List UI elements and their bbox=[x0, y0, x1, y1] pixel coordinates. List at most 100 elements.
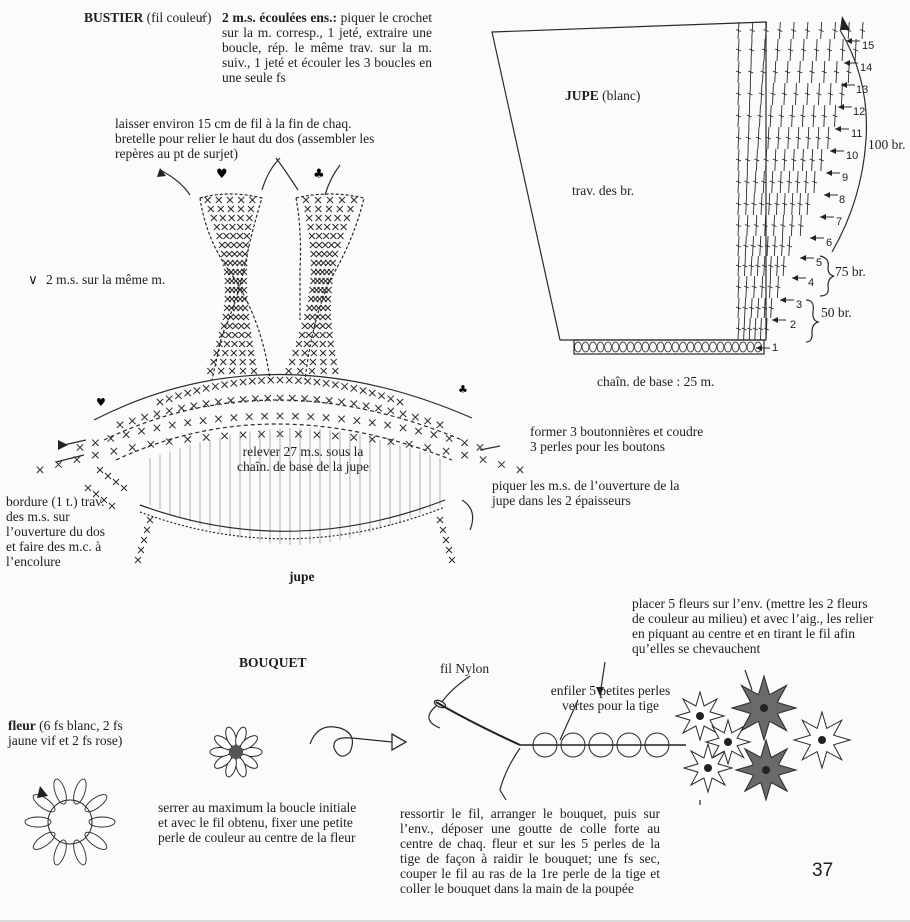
sc-stitch-mark bbox=[202, 384, 210, 392]
sc-stitch-mark bbox=[337, 398, 346, 406]
sc-stitch-mark bbox=[249, 196, 256, 204]
treble-bar bbox=[757, 244, 763, 248]
treble-bar bbox=[804, 29, 811, 32]
row-arrow-head bbox=[792, 275, 798, 281]
sc-stitch-mark bbox=[303, 340, 311, 348]
sc-stitch-mark bbox=[350, 400, 358, 408]
treble-bar bbox=[751, 285, 757, 289]
sc-stitch-mark bbox=[325, 286, 332, 294]
treble-bar bbox=[784, 70, 791, 74]
sc-stitch-mark bbox=[228, 214, 236, 222]
bouquet-flower-icon bbox=[792, 710, 852, 770]
strap-stitches bbox=[204, 196, 258, 375]
jupe-trav-label: trav. des br. bbox=[572, 183, 635, 198]
sc-stitch-mark bbox=[322, 414, 330, 422]
sc-stitch-mark bbox=[436, 516, 444, 524]
row-number: 4 bbox=[808, 277, 815, 289]
sc-stitch-mark bbox=[359, 387, 367, 395]
sc-stitch-mark bbox=[479, 456, 487, 464]
row-arrows bbox=[756, 38, 860, 351]
sc-stitch-mark bbox=[295, 340, 303, 348]
chain-stitch bbox=[686, 341, 695, 353]
sc-stitch-mark bbox=[304, 205, 312, 213]
bustier-title: BUSTIER bbox=[84, 10, 144, 25]
treble-bar bbox=[781, 92, 788, 96]
treble-bar bbox=[811, 180, 818, 184]
sc-stitch-mark bbox=[305, 331, 313, 339]
bouquet-flower-icon bbox=[682, 742, 734, 794]
sc-stitch-mark bbox=[307, 223, 315, 231]
treble-bar bbox=[735, 114, 742, 118]
sc-stitch-mark bbox=[326, 331, 333, 339]
treble-bar bbox=[780, 224, 786, 227]
sc-stitch-mark bbox=[448, 556, 456, 564]
decrease-description: piquer le crochet sur la m. corresp., 1 … bbox=[222, 10, 433, 85]
treble-bar bbox=[791, 158, 797, 162]
page-number: 37 bbox=[812, 860, 834, 881]
treble-bar bbox=[777, 29, 783, 32]
sc-stitch-mark bbox=[324, 214, 332, 222]
sc-stitch-mark bbox=[236, 250, 244, 258]
sc-stitch-mark bbox=[213, 349, 220, 357]
treble-bar bbox=[789, 224, 795, 227]
treble-bar bbox=[746, 114, 752, 118]
sc-stitch-mark bbox=[230, 241, 238, 249]
sc-stitch-mark bbox=[216, 232, 223, 240]
sc-stitch-mark bbox=[314, 313, 322, 321]
sc-stitch-mark bbox=[239, 395, 247, 403]
chain-stitch bbox=[679, 341, 687, 353]
sc-stitch-mark bbox=[310, 250, 317, 258]
sc-stitch-mark bbox=[168, 421, 176, 429]
sc-stitch-mark bbox=[122, 431, 130, 439]
enfiler-note: enfiler 5 petites perles vertes pour la … bbox=[550, 683, 671, 713]
sc-stitch-mark bbox=[248, 377, 256, 385]
sc-stitch-mark bbox=[213, 223, 221, 231]
row-arrow-head bbox=[810, 235, 816, 241]
bead bbox=[588, 732, 614, 758]
sc-stitch-mark bbox=[323, 223, 331, 231]
sc-stitch-mark bbox=[331, 432, 339, 440]
stem-beads bbox=[532, 732, 670, 758]
sc-stitch-mark bbox=[242, 241, 250, 249]
sc-stitch-mark bbox=[309, 241, 317, 249]
sc-stitch-mark bbox=[241, 295, 248, 303]
sc-stitch-mark bbox=[368, 419, 376, 427]
sc-stitch-mark bbox=[424, 443, 432, 452]
daisy-center bbox=[229, 745, 243, 759]
sc-stitch-mark bbox=[216, 340, 223, 348]
row-number: 1 bbox=[772, 342, 779, 354]
sc-stitch-mark bbox=[291, 412, 299, 420]
treble-bar bbox=[769, 180, 775, 184]
treble-bar bbox=[753, 224, 759, 227]
sc-stitch-mark bbox=[307, 322, 315, 330]
club-icon: ♣ bbox=[313, 167, 325, 182]
right-strap bbox=[285, 193, 365, 381]
sc-stitch-mark bbox=[229, 223, 236, 231]
sc-stitch-mark bbox=[231, 250, 238, 258]
treble-bar bbox=[780, 264, 787, 268]
treble-bar bbox=[859, 29, 866, 32]
sc-stitch-mark bbox=[241, 304, 249, 312]
sc-stitch-mark bbox=[350, 433, 358, 441]
placer-note: placer 5 fleurs sur l’env. (mettre les 2… bbox=[632, 596, 874, 656]
base-chain bbox=[574, 341, 762, 353]
treble-bar bbox=[765, 136, 772, 140]
sc-stitch-mark bbox=[174, 392, 183, 400]
sc-stitch-mark bbox=[264, 394, 272, 402]
sc-stitch-mark bbox=[236, 223, 244, 231]
row-arrow-head bbox=[844, 60, 850, 66]
treble-bar bbox=[751, 202, 757, 206]
sc-stitch-mark bbox=[211, 382, 219, 390]
flower-loop bbox=[84, 794, 108, 813]
treble-bar bbox=[832, 114, 838, 118]
flower-chart-icon bbox=[24, 778, 116, 866]
flower-loop bbox=[73, 778, 87, 805]
sc-stitch-mark bbox=[239, 367, 247, 375]
sc-stitch-mark bbox=[141, 413, 149, 421]
sc-stitch-mark bbox=[239, 378, 247, 386]
fleur-description: (6 fs blanc, 2 fs jaune vif et 2 fs rose… bbox=[8, 718, 123, 748]
sc-stitch-mark bbox=[327, 268, 335, 276]
sc-stitch-mark bbox=[257, 376, 266, 385]
sc-stitch-mark bbox=[311, 340, 319, 348]
ressortir-note: ressortir le fil, arranger le bouquet, p… bbox=[400, 806, 660, 896]
